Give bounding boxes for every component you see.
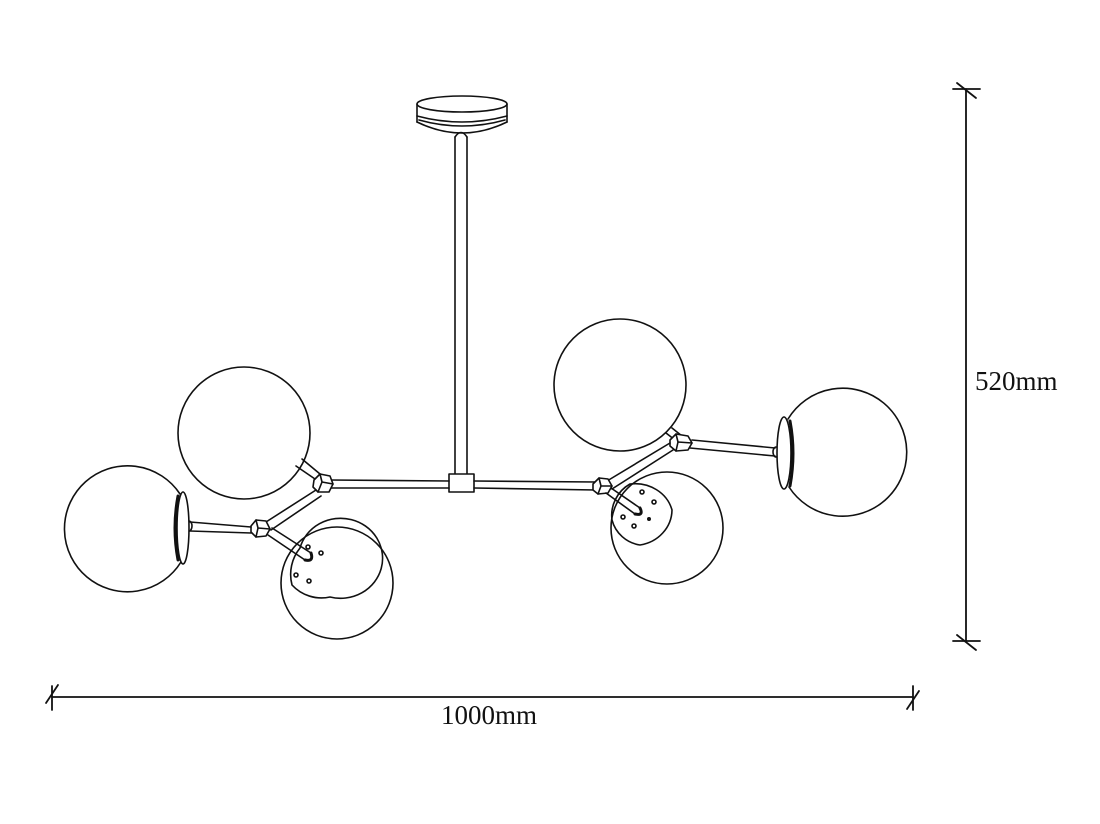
joint-right-lower [592, 477, 613, 495]
arm-far-left [185, 520, 252, 534]
arm-diagonal-left [265, 489, 322, 531]
downrod [454, 131, 468, 475]
width-dimension-label: 1000mm [441, 700, 538, 730]
horizontal-arm-right [473, 480, 597, 491]
ceiling-canopy [416, 95, 508, 134]
globe-far-right [776, 387, 908, 517]
arm-lower-right [605, 487, 643, 516]
globe-upper-left [177, 366, 311, 500]
arm-far-right [689, 439, 780, 458]
horizontal-arm-left [329, 479, 450, 489]
width-dimension-line [45, 684, 920, 711]
height-dimension-label: 520mm [975, 366, 1058, 396]
globe-far-left [63, 465, 190, 593]
joint-left-lower [250, 519, 271, 538]
globe-lower-left [280, 517, 394, 640]
height-dimension-line [952, 82, 981, 651]
globe-lower-right [610, 471, 724, 585]
arm-diagonal-right [606, 442, 674, 490]
arm-upper-left [295, 458, 321, 480]
joint-left-upper [312, 473, 334, 493]
center-hub [448, 473, 475, 493]
arm-lower-left [267, 527, 314, 562]
globe-upper-right [553, 318, 687, 452]
joint-right-upper [669, 433, 693, 452]
